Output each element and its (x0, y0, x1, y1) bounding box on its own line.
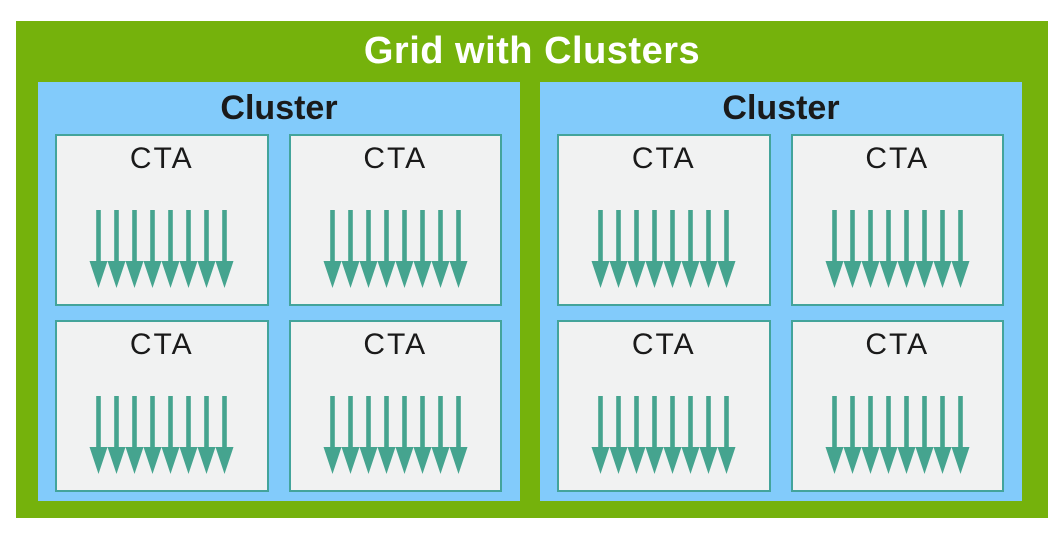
down-arrow-icon (215, 210, 234, 288)
cta-grid: CTA CTA CTA CTA (38, 134, 520, 501)
down-arrow-icon (933, 396, 952, 474)
down-arrow-icon (861, 396, 880, 474)
grid-title: Grid with Clusters (363, 30, 701, 72)
down-arrow-icon (609, 396, 628, 474)
cta-box: CTA (790, 320, 1004, 492)
cta-box: CTA (55, 320, 269, 492)
down-arrow-icon (143, 396, 162, 474)
down-arrow-icon (449, 396, 468, 474)
cta-label: CTA (363, 328, 428, 361)
down-arrow-icon (825, 210, 844, 288)
down-arrow-icon (125, 210, 144, 288)
down-arrow-icon (591, 396, 610, 474)
thread-arrows (89, 210, 234, 288)
down-arrow-icon (915, 396, 934, 474)
down-arrow-icon (413, 396, 432, 474)
down-arrow-icon (89, 210, 108, 288)
cta-label: CTA (865, 142, 930, 175)
cta-label: CTA (631, 142, 696, 175)
cluster-label: Cluster (722, 88, 840, 127)
down-arrow-icon (89, 396, 108, 474)
down-arrow-icon (431, 210, 450, 288)
down-arrow-icon (395, 210, 414, 288)
down-arrow-icon (143, 210, 162, 288)
down-arrow-icon (663, 396, 682, 474)
down-arrow-icon (107, 396, 126, 474)
down-arrow-icon (359, 396, 378, 474)
down-arrow-icon (951, 396, 970, 474)
thread-arrows (323, 396, 468, 474)
cta-grid: CTA CTA CTA CTA (540, 134, 1022, 501)
down-arrow-icon (107, 210, 126, 288)
down-arrow-icon (825, 396, 844, 474)
cta-label: CTA (129, 142, 194, 175)
thread-arrows (323, 210, 468, 288)
down-arrow-icon (699, 396, 718, 474)
down-arrow-icon (323, 396, 342, 474)
down-arrow-icon (591, 210, 610, 288)
down-arrow-icon (897, 396, 916, 474)
cta-box: CTA (288, 134, 502, 306)
thread-arrows (825, 396, 970, 474)
down-arrow-icon (125, 396, 144, 474)
cta-box: CTA (557, 320, 771, 492)
thread-arrows (591, 210, 736, 288)
down-arrow-icon (663, 210, 682, 288)
down-arrow-icon (933, 210, 952, 288)
down-arrow-icon (879, 210, 898, 288)
down-arrow-icon (627, 210, 646, 288)
down-arrow-icon (879, 396, 898, 474)
cta-box: CTA (790, 134, 1004, 306)
down-arrow-icon (915, 210, 934, 288)
down-arrow-icon (161, 210, 180, 288)
down-arrow-icon (645, 210, 664, 288)
down-arrow-icon (377, 210, 396, 288)
down-arrow-icon (323, 210, 342, 288)
cta-label: CTA (129, 328, 194, 361)
cta-label: CTA (865, 328, 930, 361)
cta-box: CTA (557, 134, 771, 306)
cta-box: CTA (55, 134, 269, 306)
down-arrow-icon (717, 396, 736, 474)
down-arrow-icon (395, 396, 414, 474)
down-arrow-icon (609, 210, 628, 288)
down-arrow-icon (179, 396, 198, 474)
cta-box: CTA (288, 320, 502, 492)
down-arrow-icon (161, 396, 180, 474)
down-arrow-icon (681, 396, 700, 474)
down-arrow-icon (341, 396, 360, 474)
down-arrow-icon (215, 396, 234, 474)
down-arrow-icon (843, 396, 862, 474)
down-arrow-icon (449, 210, 468, 288)
down-arrow-icon (843, 210, 862, 288)
thread-arrows (825, 210, 970, 288)
down-arrow-icon (359, 210, 378, 288)
down-arrow-icon (377, 396, 396, 474)
down-arrow-icon (717, 210, 736, 288)
down-arrow-icon (861, 210, 880, 288)
down-arrow-icon (699, 210, 718, 288)
down-arrow-icon (179, 210, 198, 288)
down-arrow-icon (951, 210, 970, 288)
down-arrow-icon (627, 396, 646, 474)
thread-arrows (89, 396, 234, 474)
down-arrow-icon (681, 210, 700, 288)
cta-label: CTA (363, 142, 428, 175)
down-arrow-icon (413, 210, 432, 288)
cta-label: CTA (631, 328, 696, 361)
down-arrow-icon (197, 210, 216, 288)
down-arrow-icon (431, 396, 450, 474)
down-arrow-icon (897, 210, 916, 288)
down-arrow-icon (341, 210, 360, 288)
cluster-label: Cluster (220, 88, 338, 127)
down-arrow-icon (197, 396, 216, 474)
down-arrow-icon (645, 396, 664, 474)
thread-arrows (591, 396, 736, 474)
